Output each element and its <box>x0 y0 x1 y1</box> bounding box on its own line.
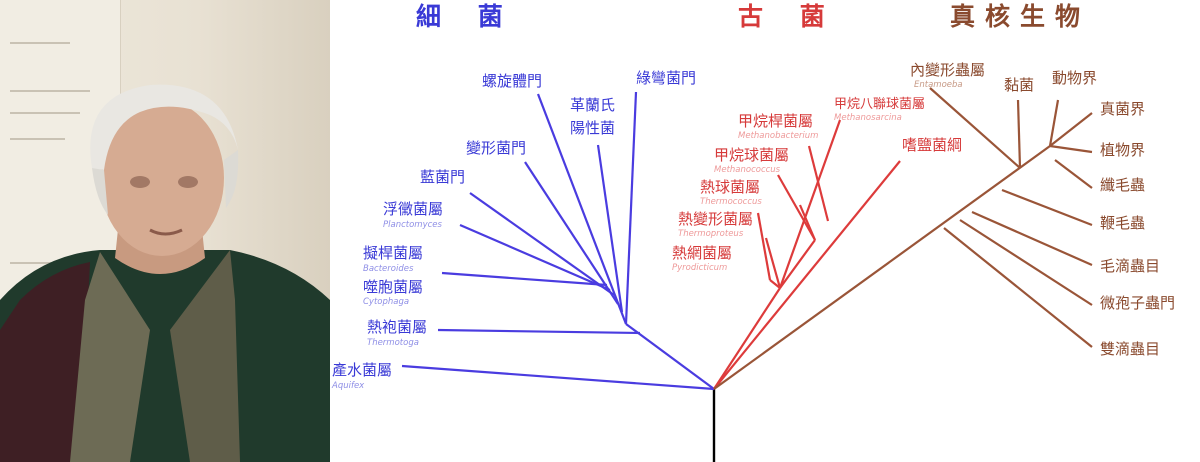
label-trichomonads: 毛滴蟲目 <box>1100 257 1161 275</box>
label-thermococcus: 熱球菌屬 <box>700 178 761 196</box>
sub-planctomyces: Planctomyces <box>383 220 442 230</box>
label-plants: 植物界 <box>1100 141 1146 159</box>
label-cytophaga: 噬胞菌屬 <box>363 278 424 296</box>
sub-methanococcus: Methanococcus <box>714 165 781 175</box>
portrait-figure <box>0 84 330 462</box>
sub-methanobacterium: Methanobacterium <box>738 131 819 141</box>
label-ciliates: 纖毛蟲 <box>1100 176 1146 194</box>
label-spirochaetes: 螺旋體門 <box>482 72 543 90</box>
bacteria-branches <box>401 91 715 391</box>
label-halobacteria: 嗜鹽菌綱 <box>902 136 963 154</box>
sub-aquifex: Aquifex <box>332 381 365 391</box>
sub-thermotoga: Thermotoga <box>367 338 419 348</box>
label-entamoeba: 內變形蟲屬 <box>910 61 986 79</box>
label-gram-positive: 革蘭氏 <box>570 96 616 114</box>
label-animals: 動物界 <box>1052 69 1098 87</box>
label-planctomyces: 浮黴菌屬 <box>383 200 444 218</box>
header-eukarya: 真核生物 <box>950 2 1091 31</box>
sub-methanosarcina: Methanosarcina <box>834 113 902 123</box>
eukarya-branches <box>713 87 1093 390</box>
sub-pyrodicticum: Pyrodicticum <box>672 263 728 273</box>
label-chloroflexi: 綠彎菌門 <box>636 69 697 87</box>
archaea-branches <box>713 119 901 390</box>
label-methanosarcina: 甲烷八聯球菌屬 <box>834 97 926 112</box>
label-thermotoga: 熱袍菌屬 <box>367 318 428 336</box>
label-slime-molds: 黏菌 <box>1004 76 1035 94</box>
label-methanococcus: 甲烷球菌屬 <box>714 146 790 164</box>
sub-thermococcus: Thermococcus <box>700 197 762 207</box>
label-thermoproteus: 熱變形菌屬 <box>678 210 754 228</box>
sub-thermoproteus: Thermoproteus <box>678 229 744 239</box>
label-microsporidia: 微孢子蟲門 <box>1100 294 1176 312</box>
label-flagellates: 鞭毛蟲 <box>1100 214 1146 232</box>
label-proteobacteria: 變形菌門 <box>466 139 527 157</box>
label-bacteroides: 擬桿菌屬 <box>363 244 424 262</box>
portrait-photo <box>0 0 330 462</box>
label-aquifex: 產水菌屬 <box>332 361 393 379</box>
label-gram-positive-2: 陽性菌 <box>570 119 616 137</box>
header-archaea: 古 菌 <box>738 2 839 31</box>
header-bacteria: 細 菌 <box>416 2 517 31</box>
label-fungi: 真菌界 <box>1100 100 1146 118</box>
sub-cytophaga: Cytophaga <box>363 297 410 307</box>
label-cyanobacteria: 藍菌門 <box>420 168 466 186</box>
sub-bacteroides: Bacteroides <box>363 264 414 274</box>
label-diplomonads: 雙滴蟲目 <box>1100 340 1161 358</box>
label-methanobacterium: 甲烷桿菌屬 <box>738 112 814 130</box>
label-pyrodicticum: 熱網菌屬 <box>672 244 733 262</box>
tree-branches <box>401 87 1093 462</box>
sub-entamoeba: Entamoeba <box>914 80 963 90</box>
phylogenetic-tree: 細 菌 古 菌 真核生物 螺旋體門 綠彎菌門 革蘭氏 陽性菌 變形菌門 藍菌門 … <box>330 0 1200 462</box>
